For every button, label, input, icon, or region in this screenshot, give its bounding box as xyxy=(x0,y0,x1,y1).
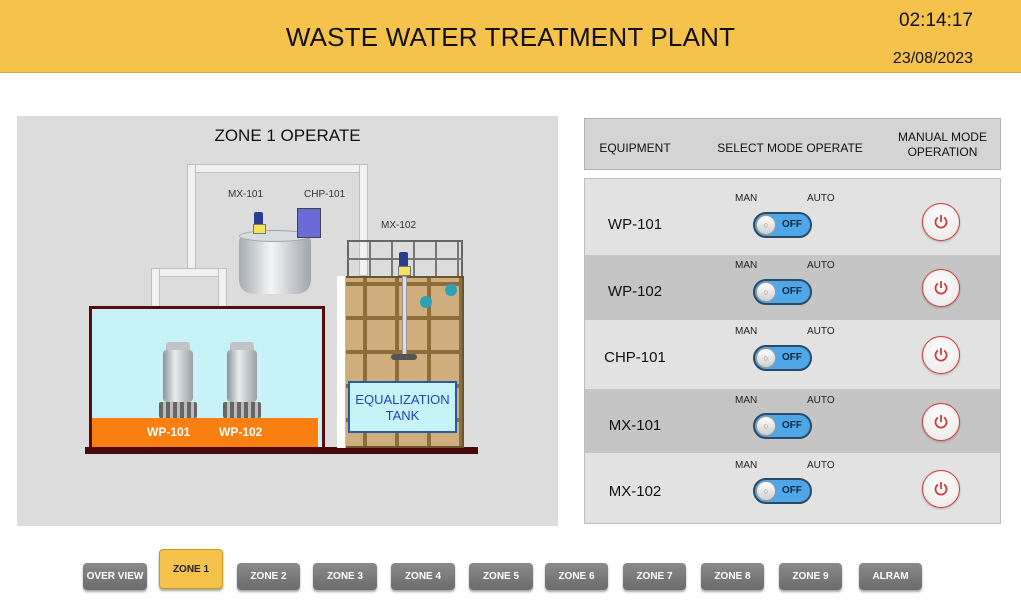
ground-base xyxy=(85,447,478,454)
toggle-state: OFF xyxy=(782,352,802,363)
auto-label: AUTO xyxy=(807,326,835,337)
toggle-state: OFF xyxy=(782,219,802,230)
diffuser-icon-2 xyxy=(445,284,457,296)
nav-zone9-button[interactable]: ZONE 9 xyxy=(779,563,842,590)
man-label: MAN xyxy=(735,260,758,271)
mx102-impeller-icon xyxy=(391,354,417,360)
equipment-name: WP-101 xyxy=(607,216,663,233)
power-button-mx102[interactable] xyxy=(922,470,960,508)
header-bar: WASTE WATER TREATMENT PLANT 02:14:17 23/… xyxy=(0,0,1021,73)
power-icon xyxy=(934,348,948,362)
auto-label: AUTO xyxy=(807,260,835,271)
nav-zone6-button[interactable]: ZONE 6 xyxy=(545,563,608,590)
eq-label-line2: TANK xyxy=(385,408,420,423)
table-row: MX-102 MAN AUTO ○ OFF xyxy=(585,453,1000,523)
nav-alarm-button[interactable]: ALRAM xyxy=(859,563,922,590)
man-label: MAN xyxy=(735,460,758,471)
auto-label: AUTO xyxy=(807,395,835,406)
mode-toggle-chp101[interactable]: ○ OFF xyxy=(753,345,812,371)
equipment-name: MX-102 xyxy=(608,483,662,500)
clock-date: 23/08/2023 xyxy=(892,50,973,67)
mode-toggle-mx101[interactable]: ○ OFF xyxy=(753,413,812,439)
toggle-state: OFF xyxy=(782,420,802,431)
chemical-tank xyxy=(239,236,311,294)
pipe-top xyxy=(187,164,367,173)
toggle-knob: ○ xyxy=(756,348,776,368)
toggle-state: OFF xyxy=(782,286,802,297)
page-title: WASTE WATER TREATMENT PLANT xyxy=(285,22,736,52)
toggle-state: OFF xyxy=(782,485,802,496)
toggle-knob: ○ xyxy=(756,215,776,235)
process-panel: ZONE 1 OPERATE MX-101 CHP-101 MX-102 WP-… xyxy=(17,116,558,526)
table-row: CHP-101 MAN AUTO ○ OFF xyxy=(585,320,1000,389)
power-button-wp102[interactable] xyxy=(922,269,960,307)
mx101-motor-icon xyxy=(254,212,263,232)
power-icon xyxy=(934,482,948,496)
eq-label-line1: EQUALIZATION xyxy=(355,392,450,407)
man-label: MAN xyxy=(735,395,758,406)
pipe-mid xyxy=(151,268,225,277)
equipment-name: CHP-101 xyxy=(604,349,666,366)
col-manual-line2: OPERATION xyxy=(907,145,978,159)
table-row: MX-101 MAN AUTO ○ OFF xyxy=(585,389,1000,453)
man-label: MAN xyxy=(735,193,758,204)
diffuser-icon-1 xyxy=(420,296,432,308)
wp102-pump-icon xyxy=(223,342,261,418)
power-icon xyxy=(934,215,948,229)
mode-toggle-wp102[interactable]: ○ OFF xyxy=(753,279,812,305)
wp101-pump-icon xyxy=(159,342,197,418)
power-button-mx101[interactable] xyxy=(922,403,960,441)
nav-overview-button[interactable]: OVER VIEW xyxy=(83,563,147,590)
nav-zone5-button[interactable]: ZONE 5 xyxy=(469,563,533,590)
mx101-coupling-icon xyxy=(253,224,266,234)
col-manual-line1: MANUAL MODE xyxy=(898,130,987,144)
eq-tank-inlet-pipe xyxy=(337,276,346,448)
wet-well-sludge xyxy=(92,418,318,448)
tag-mx102: MX-102 xyxy=(381,220,417,231)
auto-label: AUTO xyxy=(807,460,835,471)
nav-zone7-button[interactable]: ZONE 7 xyxy=(623,563,686,590)
col-select-mode: SELECT MODE OPERATE xyxy=(717,141,863,155)
nav-zone8-button[interactable]: ZONE 8 xyxy=(701,563,764,590)
mode-toggle-mx102[interactable]: ○ OFF xyxy=(753,478,812,504)
toggle-knob: ○ xyxy=(756,282,776,302)
equipment-table: WP-101 MAN AUTO ○ OFF WP-102 MAN AUTO ○ … xyxy=(584,178,1001,524)
clock-time: 02:14:17 xyxy=(899,10,973,31)
toggle-knob: ○ xyxy=(756,481,776,501)
power-icon xyxy=(934,281,948,295)
pump-label-wp102: WP-102 xyxy=(219,425,263,439)
auto-label: AUTO xyxy=(807,193,835,204)
equipment-name: MX-101 xyxy=(608,417,662,434)
chp101-dosing-pump-icon xyxy=(297,208,321,238)
table-row: WP-101 MAN AUTO ○ OFF xyxy=(585,179,1000,255)
col-equipment: EQUIPMENT xyxy=(599,141,671,155)
tag-mx101: MX-101 xyxy=(228,189,264,200)
zone-title: ZONE 1 OPERATE xyxy=(214,126,361,145)
equipment-name: WP-102 xyxy=(607,283,663,300)
equalization-tank-label: EQUALIZATION TANK xyxy=(348,381,457,433)
tag-chp101: CHP-101 xyxy=(304,189,346,200)
pipe-left-riser xyxy=(187,164,196,274)
mx102-motor-icon xyxy=(399,252,408,272)
nav-zone2-button[interactable]: ZONE 2 xyxy=(237,563,300,590)
equipment-table-header: EQUIPMENT SELECT MODE OPERATE MANUAL MOD… xyxy=(584,118,1001,170)
man-label: MAN xyxy=(735,326,758,337)
pump-label-wp101: WP-101 xyxy=(147,425,191,439)
power-button-wp101[interactable] xyxy=(922,203,960,241)
mx102-shaft xyxy=(402,276,407,360)
power-button-chp101[interactable] xyxy=(922,336,960,374)
mx102-coupling-icon xyxy=(398,266,411,276)
nav-zone3-button[interactable]: ZONE 3 xyxy=(313,563,377,590)
nav-zone1-button[interactable]: ZONE 1 xyxy=(159,549,223,589)
mode-toggle-wp101[interactable]: ○ OFF xyxy=(753,212,812,238)
nav-zone4-button[interactable]: ZONE 4 xyxy=(391,563,455,590)
power-icon xyxy=(934,415,948,429)
toggle-knob: ○ xyxy=(756,416,776,436)
table-row: WP-102 MAN AUTO ○ OFF xyxy=(585,255,1000,320)
